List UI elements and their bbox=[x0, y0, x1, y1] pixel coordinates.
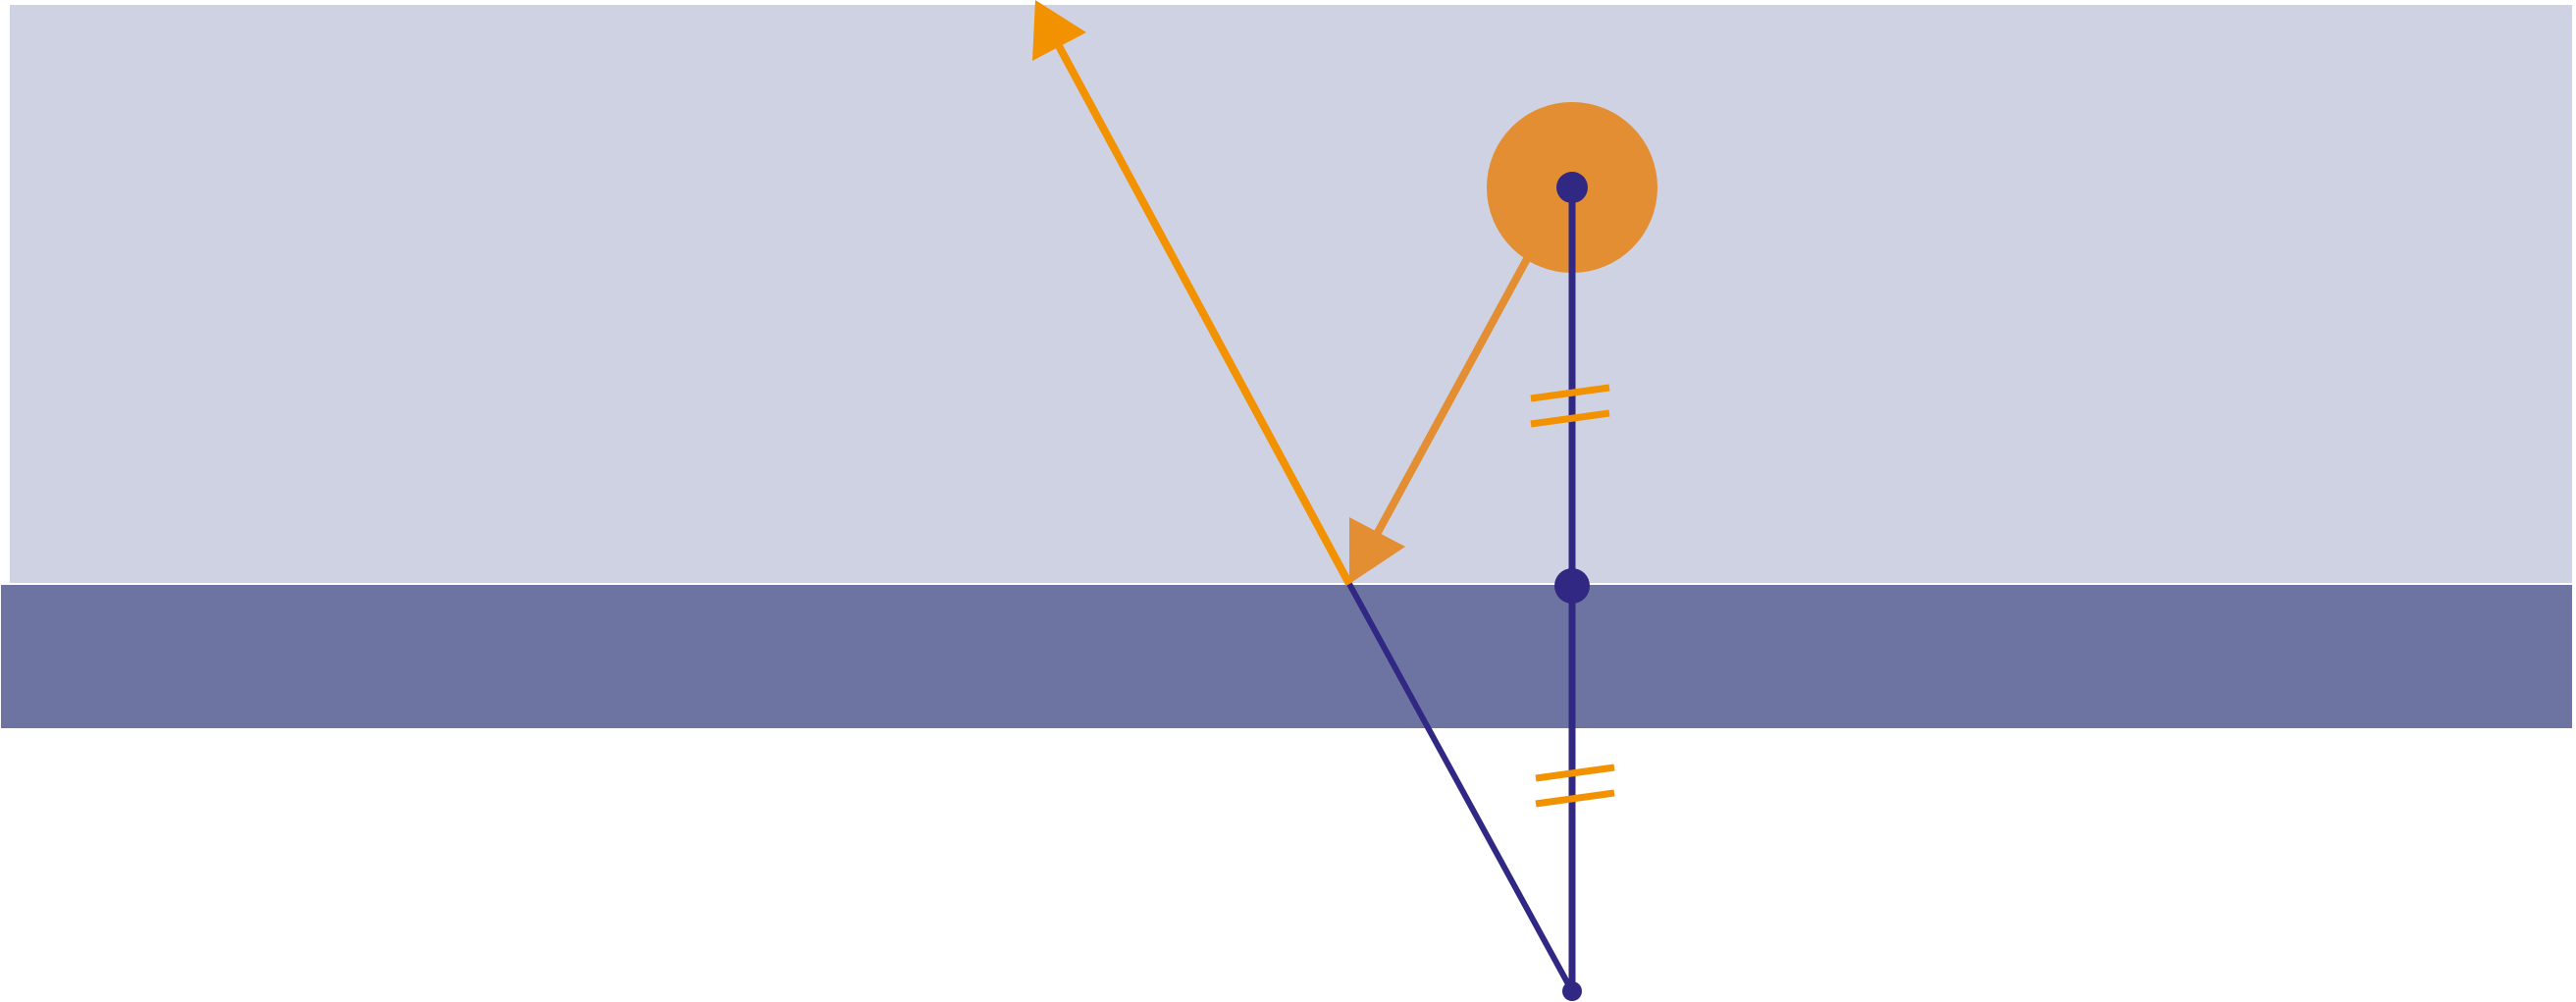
reflected-ray bbox=[1032, 0, 1353, 586]
equal-distance-tick-marks-above bbox=[1530, 384, 1610, 428]
equal-distance-tick-marks-below bbox=[1535, 764, 1615, 808]
mirror bbox=[0, 583, 2574, 730]
ray-arrowhead-icon bbox=[1349, 517, 1405, 584]
object-point bbox=[1556, 172, 1588, 203]
incident-ray bbox=[1349, 255, 1532, 584]
reflected-ray-line bbox=[1054, 42, 1353, 586]
virtual-ray-to-image bbox=[1346, 582, 1575, 993]
mirror-foot-point bbox=[1554, 568, 1590, 604]
tick-mark bbox=[1530, 384, 1610, 402]
tick-mark bbox=[1535, 764, 1615, 782]
tick-mark bbox=[1535, 789, 1615, 808]
region-in-front-of-mirror bbox=[8, 3, 2574, 585]
incident-ray-line bbox=[1371, 255, 1532, 540]
tick-mark bbox=[1530, 409, 1610, 428]
ray-arrowhead-icon bbox=[1032, 0, 1086, 61]
image-point bbox=[1562, 981, 1582, 1001]
